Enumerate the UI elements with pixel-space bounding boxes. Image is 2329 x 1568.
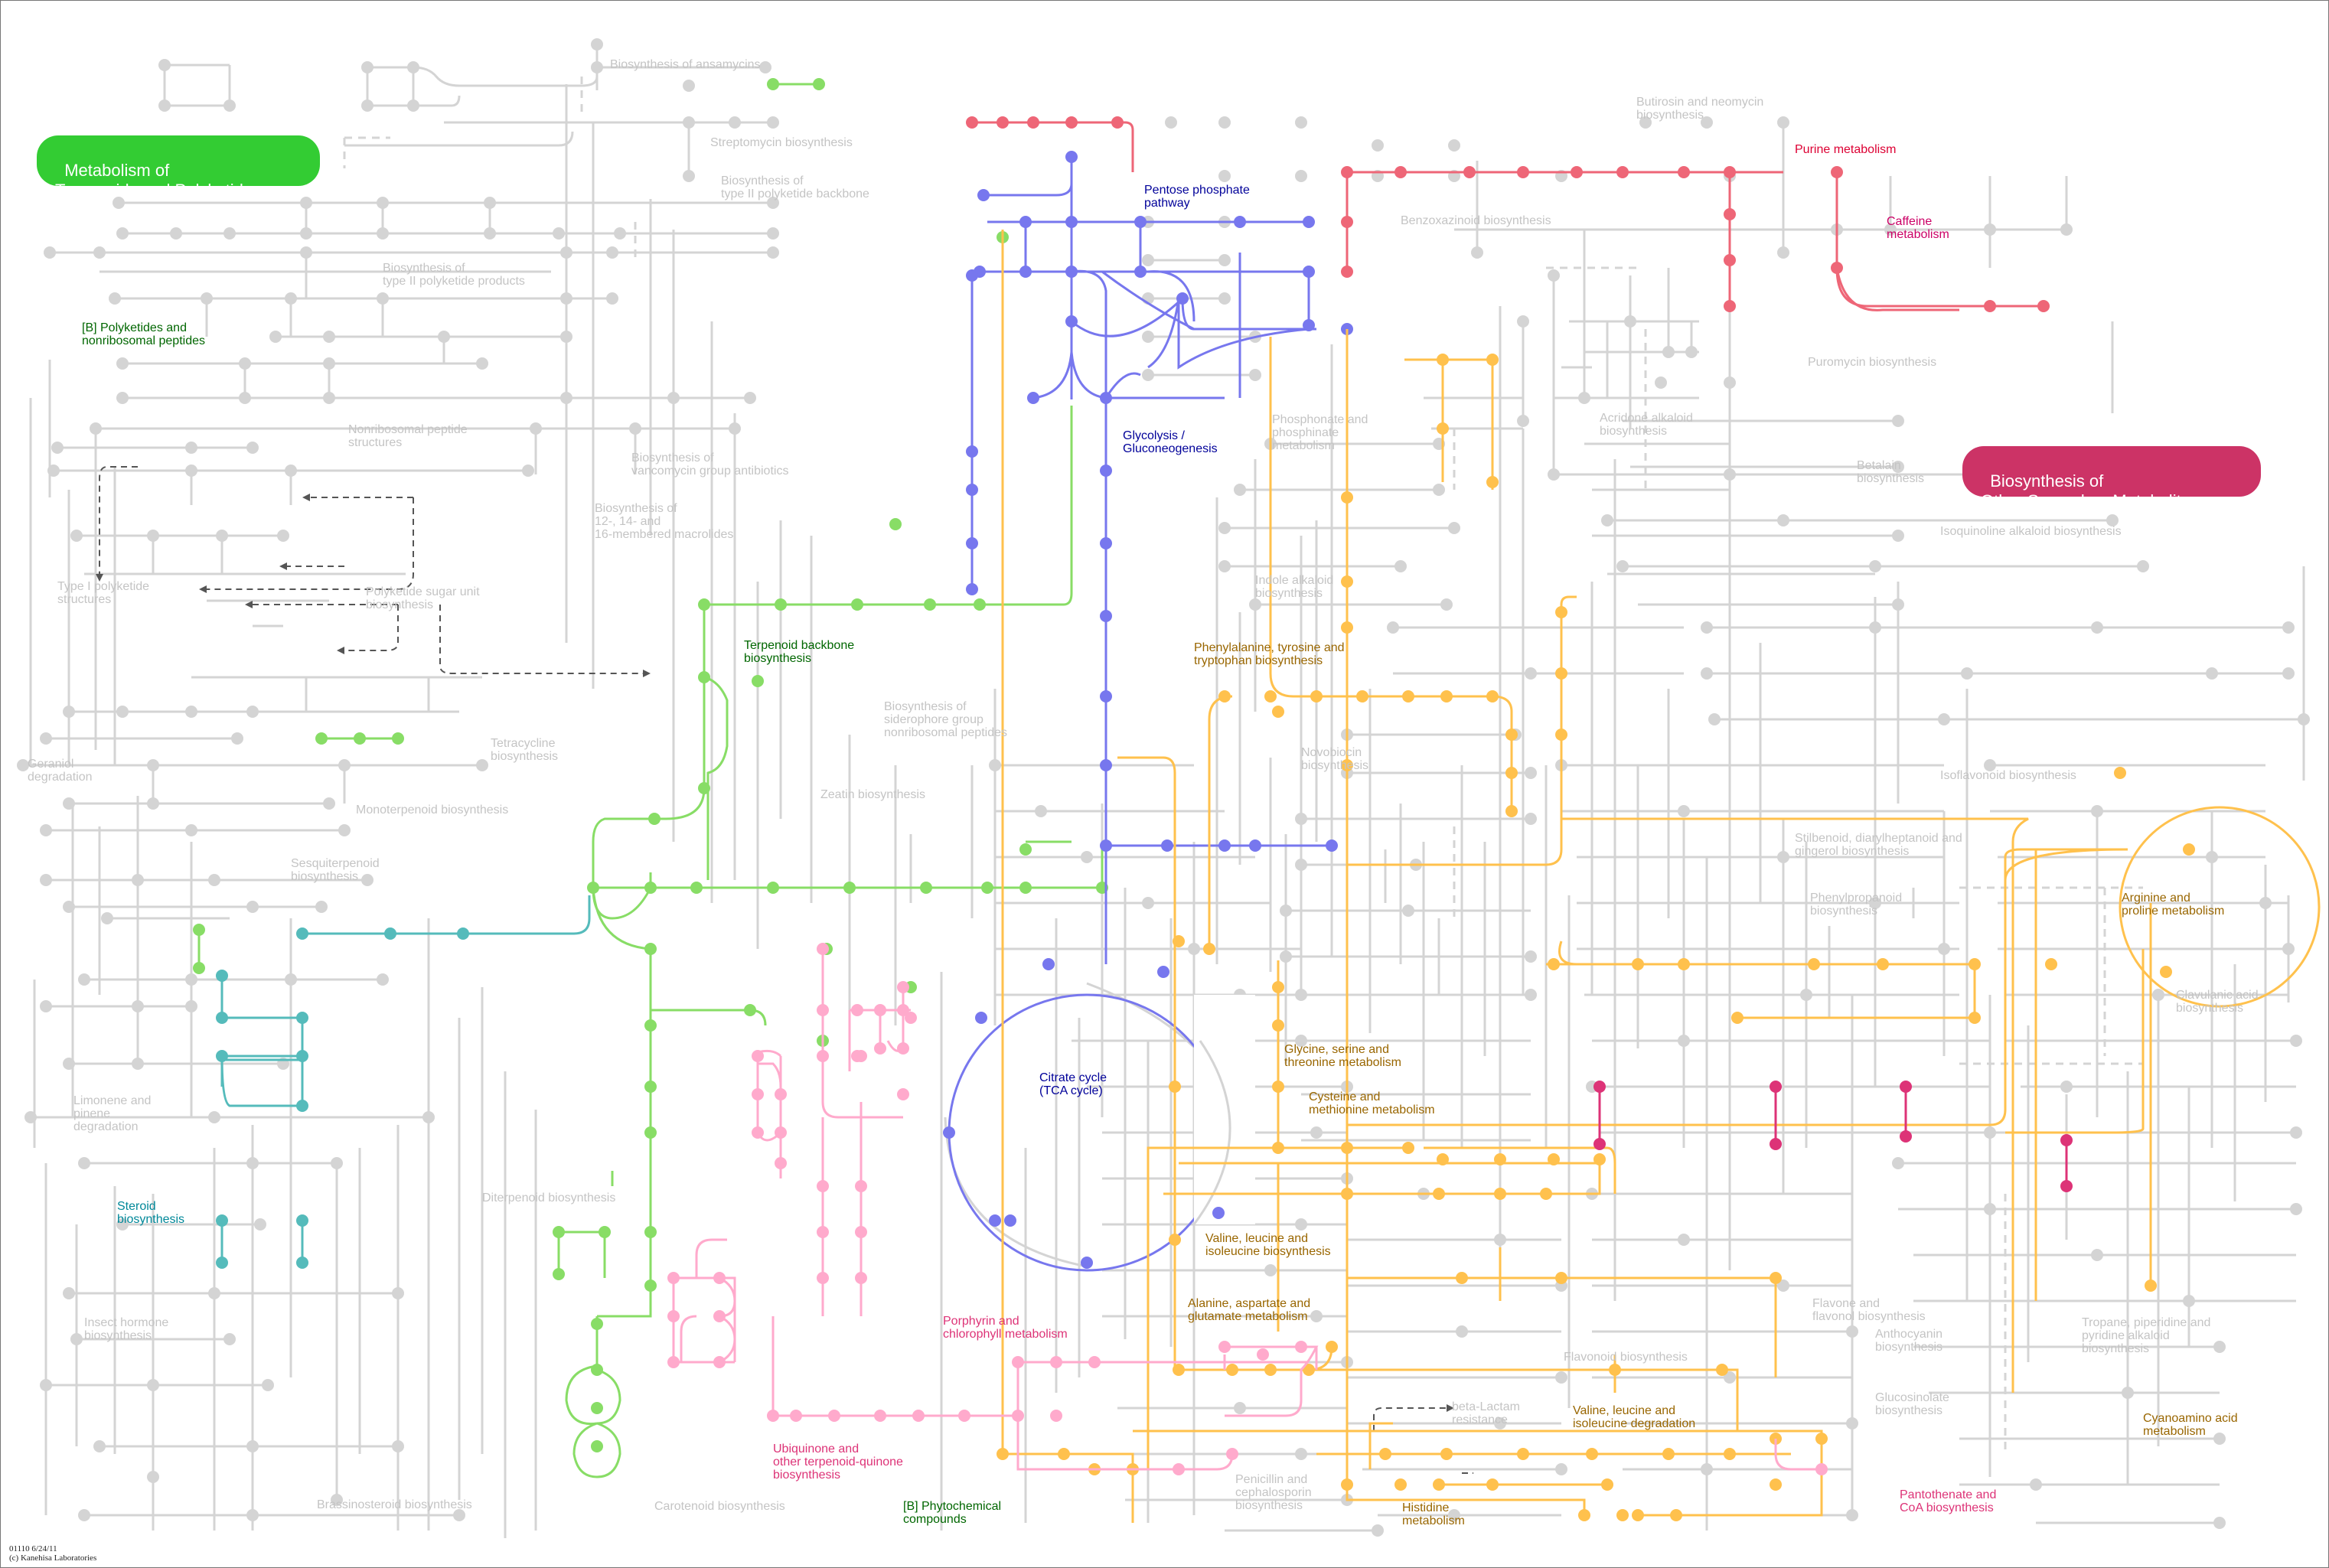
arrow-heads — [96, 494, 1454, 1412]
label-penicillin[interactable]: Penicillin and cephalosporin biosynthesi… — [1235, 1473, 1312, 1512]
label-type1-structures[interactable]: Type I polyketide structures — [57, 580, 149, 606]
label-tropane[interactable]: Tropane, piperidine and pyridine alkaloi… — [2082, 1316, 2210, 1355]
label-tetracycline[interactable]: Tetracycline biosynthesis — [491, 737, 558, 763]
label-glycine-serine[interactable]: Glycine, serine and threonine metabolism — [1284, 1043, 1401, 1069]
label-acridone[interactable]: Acridone alkaloid biosynthesis — [1600, 412, 1693, 438]
label-vancomycin[interactable]: Biosynthesis of vancomycin group antibio… — [631, 451, 788, 478]
label-ansamycins[interactable]: Biosynthesis of ansamycins — [610, 58, 761, 71]
label-valine-bio[interactable]: Valine, leucine and isoleucine biosynthe… — [1205, 1232, 1331, 1258]
label-caffeine[interactable]: Caffeine metabolism — [1887, 215, 1949, 241]
label-indole[interactable]: Indole alkaloid biosynthesis — [1255, 574, 1333, 600]
label-insect-hormone[interactable]: Insect hormone biosynthesis — [84, 1316, 168, 1342]
label-beta-lactam[interactable]: beta-Lactam resistance — [1452, 1400, 1520, 1426]
label-phe-tyr-trp[interactable]: Phenylalanine, tyrosine and tryptophan b… — [1194, 641, 1345, 667]
secondary-category-badge[interactable]: Biosynthesis of Other Secondary Metaboli… — [1962, 446, 2261, 497]
label-porphyrin[interactable]: Porphyrin and chlorophyll metabolism — [943, 1315, 1068, 1341]
other-pathways — [1600, 1087, 2066, 1186]
label-citrate[interactable]: Citrate cycle (TCA cycle) — [1039, 1071, 1107, 1097]
label-flavonoid[interactable]: Flavonoid biosynthesis — [1564, 1351, 1688, 1364]
label-cyanoamino[interactable]: Cyanoamino acid metabolism — [2143, 1412, 2238, 1438]
label-geraniol[interactable]: Geraniol degradation — [28, 758, 93, 784]
label-monoterpenoid[interactable]: Monoterpenoid biosynthesis — [356, 804, 508, 817]
label-glucosinolate[interactable]: Glucosinolate biosynthesis — [1875, 1391, 1949, 1417]
label-alanine[interactable]: Alanine, aspartate and glutamate metabol… — [1188, 1297, 1310, 1323]
label-anthocyanin[interactable]: Anthocyanin biosynthesis — [1875, 1328, 1942, 1354]
label-terpenoid-backbone[interactable]: Terpenoid backbone biosynthesis — [744, 639, 854, 665]
label-benzoxazinoid[interactable]: Benzoxazinoid biosynthesis — [1401, 214, 1551, 227]
label-macrolides[interactable]: Biosynthesis of 12-, 14- and 16-membered… — [595, 502, 733, 541]
label-carotenoid[interactable]: Carotenoid biosynthesis — [654, 1500, 785, 1513]
copyright-note: 01110 6/24/11 (c) Kanehisa Laboratories — [9, 1544, 96, 1563]
label-flavone[interactable]: Flavone and flavonol biosynthesis — [1812, 1297, 1926, 1323]
label-phytochemical[interactable]: [B] Phytochemical compounds — [903, 1500, 1001, 1526]
other-nodes — [1593, 1081, 2073, 1192]
label-pantothenate[interactable]: Pantothenate and CoA biosynthesis — [1900, 1488, 1996, 1514]
label-phenylpropanoid[interactable]: Phenylpropanoid biosynthesis — [1810, 892, 1902, 918]
label-sesquiterpenoid[interactable]: Sesquiterpenoid biosynthesis — [291, 857, 380, 883]
label-isoflavonoid[interactable]: Isoflavonoid biosynthesis — [1940, 769, 2076, 782]
label-novobiocin[interactable]: Novobiocin biosynthesis — [1301, 746, 1368, 772]
label-cysteine-methionine[interactable]: Cysteine and methionine metabolism — [1309, 1090, 1435, 1117]
label-type2-backbone[interactable]: Biosynthesis of type II polyketide backb… — [721, 174, 869, 200]
central-carbon-pathways — [972, 157, 1332, 964]
label-diterpenoid[interactable]: Diterpenoid biosynthesis — [482, 1191, 615, 1205]
label-brassinosteroid[interactable]: Brassinosteroid biosynthesis — [317, 1498, 472, 1511]
label-polyketide-sugar[interactable]: Polyketide sugar unit biosynthesis — [366, 585, 480, 611]
label-arginine-proline[interactable]: Arginine and proline metabolism — [2122, 892, 2224, 918]
terpenoids-category-badge[interactable]: Metabolism of Terpenoids and Polyketides — [37, 135, 320, 186]
label-limonene[interactable]: Limonene and pinene degradation — [73, 1094, 151, 1133]
terpenoids-category-label: Metabolism of Terpenoids and Polyketides — [55, 161, 261, 200]
label-siderophore[interactable]: Biosynthesis of siderophore group nonrib… — [884, 700, 1007, 739]
label-nonribosomal[interactable]: Nonribosomal peptide structures — [348, 423, 468, 449]
secondary-category-label: Biosynthesis of Other Secondary Metaboli… — [1981, 471, 2199, 510]
label-histidine[interactable]: Histidine metabolism — [1402, 1501, 1465, 1527]
label-ubiquinone[interactable]: Ubiquinone and other terpenoid-quinone b… — [773, 1442, 903, 1482]
label-clavulanic[interactable]: Clavulanic acid biosynthesis — [2176, 989, 2259, 1015]
label-purine[interactable]: Purine metabolism — [1795, 143, 1897, 156]
label-betalain[interactable]: Betalain biosynthesis — [1857, 459, 1924, 485]
label-steroid[interactable]: Steroid biosynthesis — [117, 1200, 184, 1226]
label-polyketides-nrp[interactable]: [B] Polyketides and nonribosomal peptide… — [82, 321, 205, 347]
label-glycolysis[interactable]: Glycolysis / Gluconeogenesis — [1123, 429, 1218, 455]
label-type2-products[interactable]: Biosynthesis of type II polyketide produ… — [383, 262, 525, 288]
label-valine-deg[interactable]: Valine, leucine and isoleucine degradati… — [1573, 1404, 1695, 1430]
label-isoquinoline[interactable]: Isoquinoline alkaloid biosynthesis — [1940, 525, 2122, 538]
label-stilbenoid[interactable]: Stilbenoid, diarylheptanoid and gingerol… — [1795, 832, 1962, 858]
label-streptomycin[interactable]: Streptomycin biosynthesis — [710, 136, 853, 149]
inactive-pathways — [23, 44, 2304, 1538]
steroid-pathways — [222, 895, 589, 1266]
label-phosphonate[interactable]: Phosphonate and phosphinate metabolism — [1272, 413, 1368, 452]
label-puromycin[interactable]: Puromycin biosynthesis — [1808, 356, 1936, 369]
label-pentose[interactable]: Pentose phosphate pathway — [1144, 184, 1250, 210]
label-butirosin[interactable]: Butirosin and neomycin biosynthesis — [1636, 96, 1763, 122]
label-zeatin[interactable]: Zeatin biosynthesis — [820, 788, 925, 801]
